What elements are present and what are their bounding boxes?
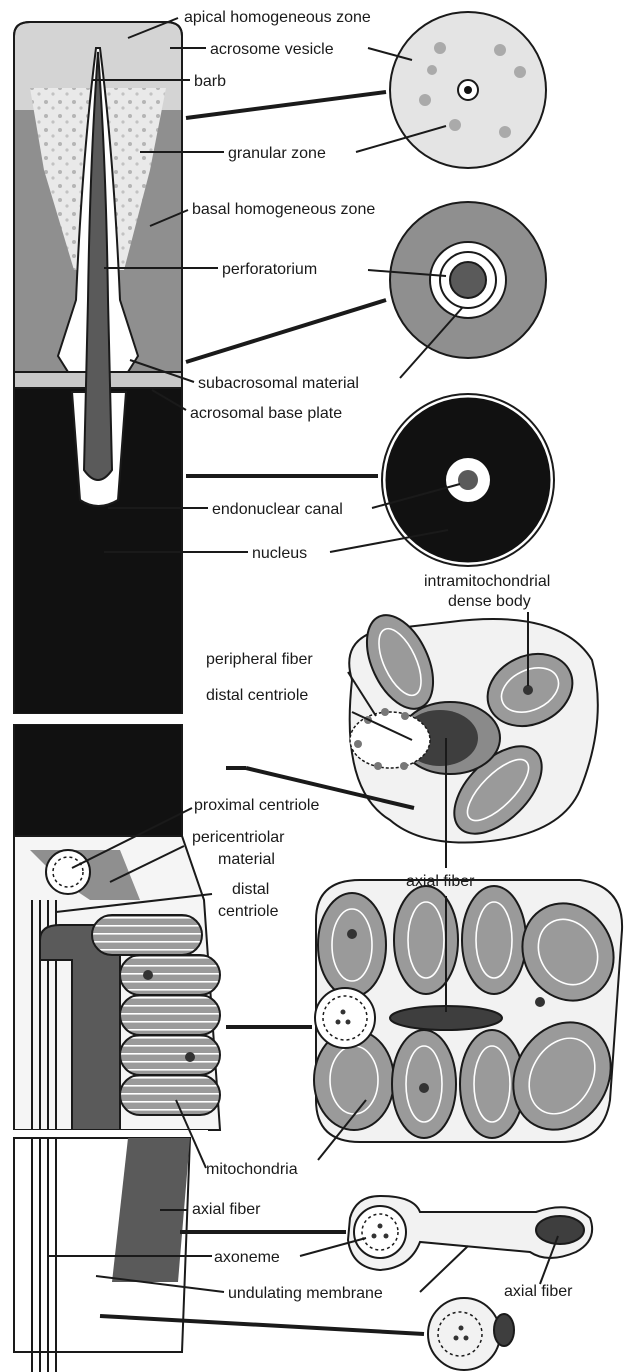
label-basal-homogeneous-zone: basal homogeneous zone <box>192 201 375 218</box>
label-endonuclear-canal: endonuclear canal <box>212 501 343 518</box>
label-apical-homogeneous-zone: apical homogeneous zone <box>184 9 371 26</box>
label-subacrosomal-material: subacrosomal material <box>198 375 359 392</box>
label-barb: barb <box>194 73 226 90</box>
label-mitochondria: mitochondria <box>206 1161 298 1178</box>
connector-2 <box>186 300 386 362</box>
cross-section-mitochondria <box>314 880 631 1147</box>
label-distal-1: distal <box>232 881 269 898</box>
cross-section-principal <box>348 1196 592 1270</box>
label-distal-centriole-top: distal centriole <box>206 687 308 704</box>
label-undulating-membrane: undulating membrane <box>228 1285 383 1302</box>
connector-1 <box>186 92 386 118</box>
label-intramitochondrial-1: intramitochondrial <box>424 573 550 590</box>
label-axial-fiber-mid: axial fiber <box>406 873 475 890</box>
label-intramitochondrial-2: dense body <box>448 593 531 610</box>
label-pericentriolar-1: pericentriolar <box>192 829 285 846</box>
cross-section-acrosome <box>390 12 546 168</box>
cross-section-nucleus <box>382 394 554 566</box>
label-proximal-centriole: proximal centriole <box>194 797 319 814</box>
label-acrosomal-base-plate: acrosomal base plate <box>190 405 342 422</box>
cross-section-basal <box>390 202 546 358</box>
nucleus-shape-lower <box>14 724 182 836</box>
label-pericentriolar-2: material <box>218 851 275 868</box>
label-distal-2: centriole <box>218 903 279 920</box>
label-nucleus: nucleus <box>252 545 307 562</box>
label-axoneme: axoneme <box>214 1249 280 1266</box>
cross-section-endpiece <box>428 1298 514 1370</box>
longitudinal-section <box>8 22 220 1372</box>
label-perforatorium: perforatorium <box>222 261 317 278</box>
label-axial-fiber-right: axial fiber <box>504 1283 573 1300</box>
label-axial-fiber-lower: axial fiber <box>192 1201 261 1218</box>
label-granular-zone: granular zone <box>228 145 326 162</box>
label-acrosome-vesicle: acrosome vesicle <box>210 41 334 58</box>
label-peripheral-fiber: peripheral fiber <box>206 651 313 668</box>
